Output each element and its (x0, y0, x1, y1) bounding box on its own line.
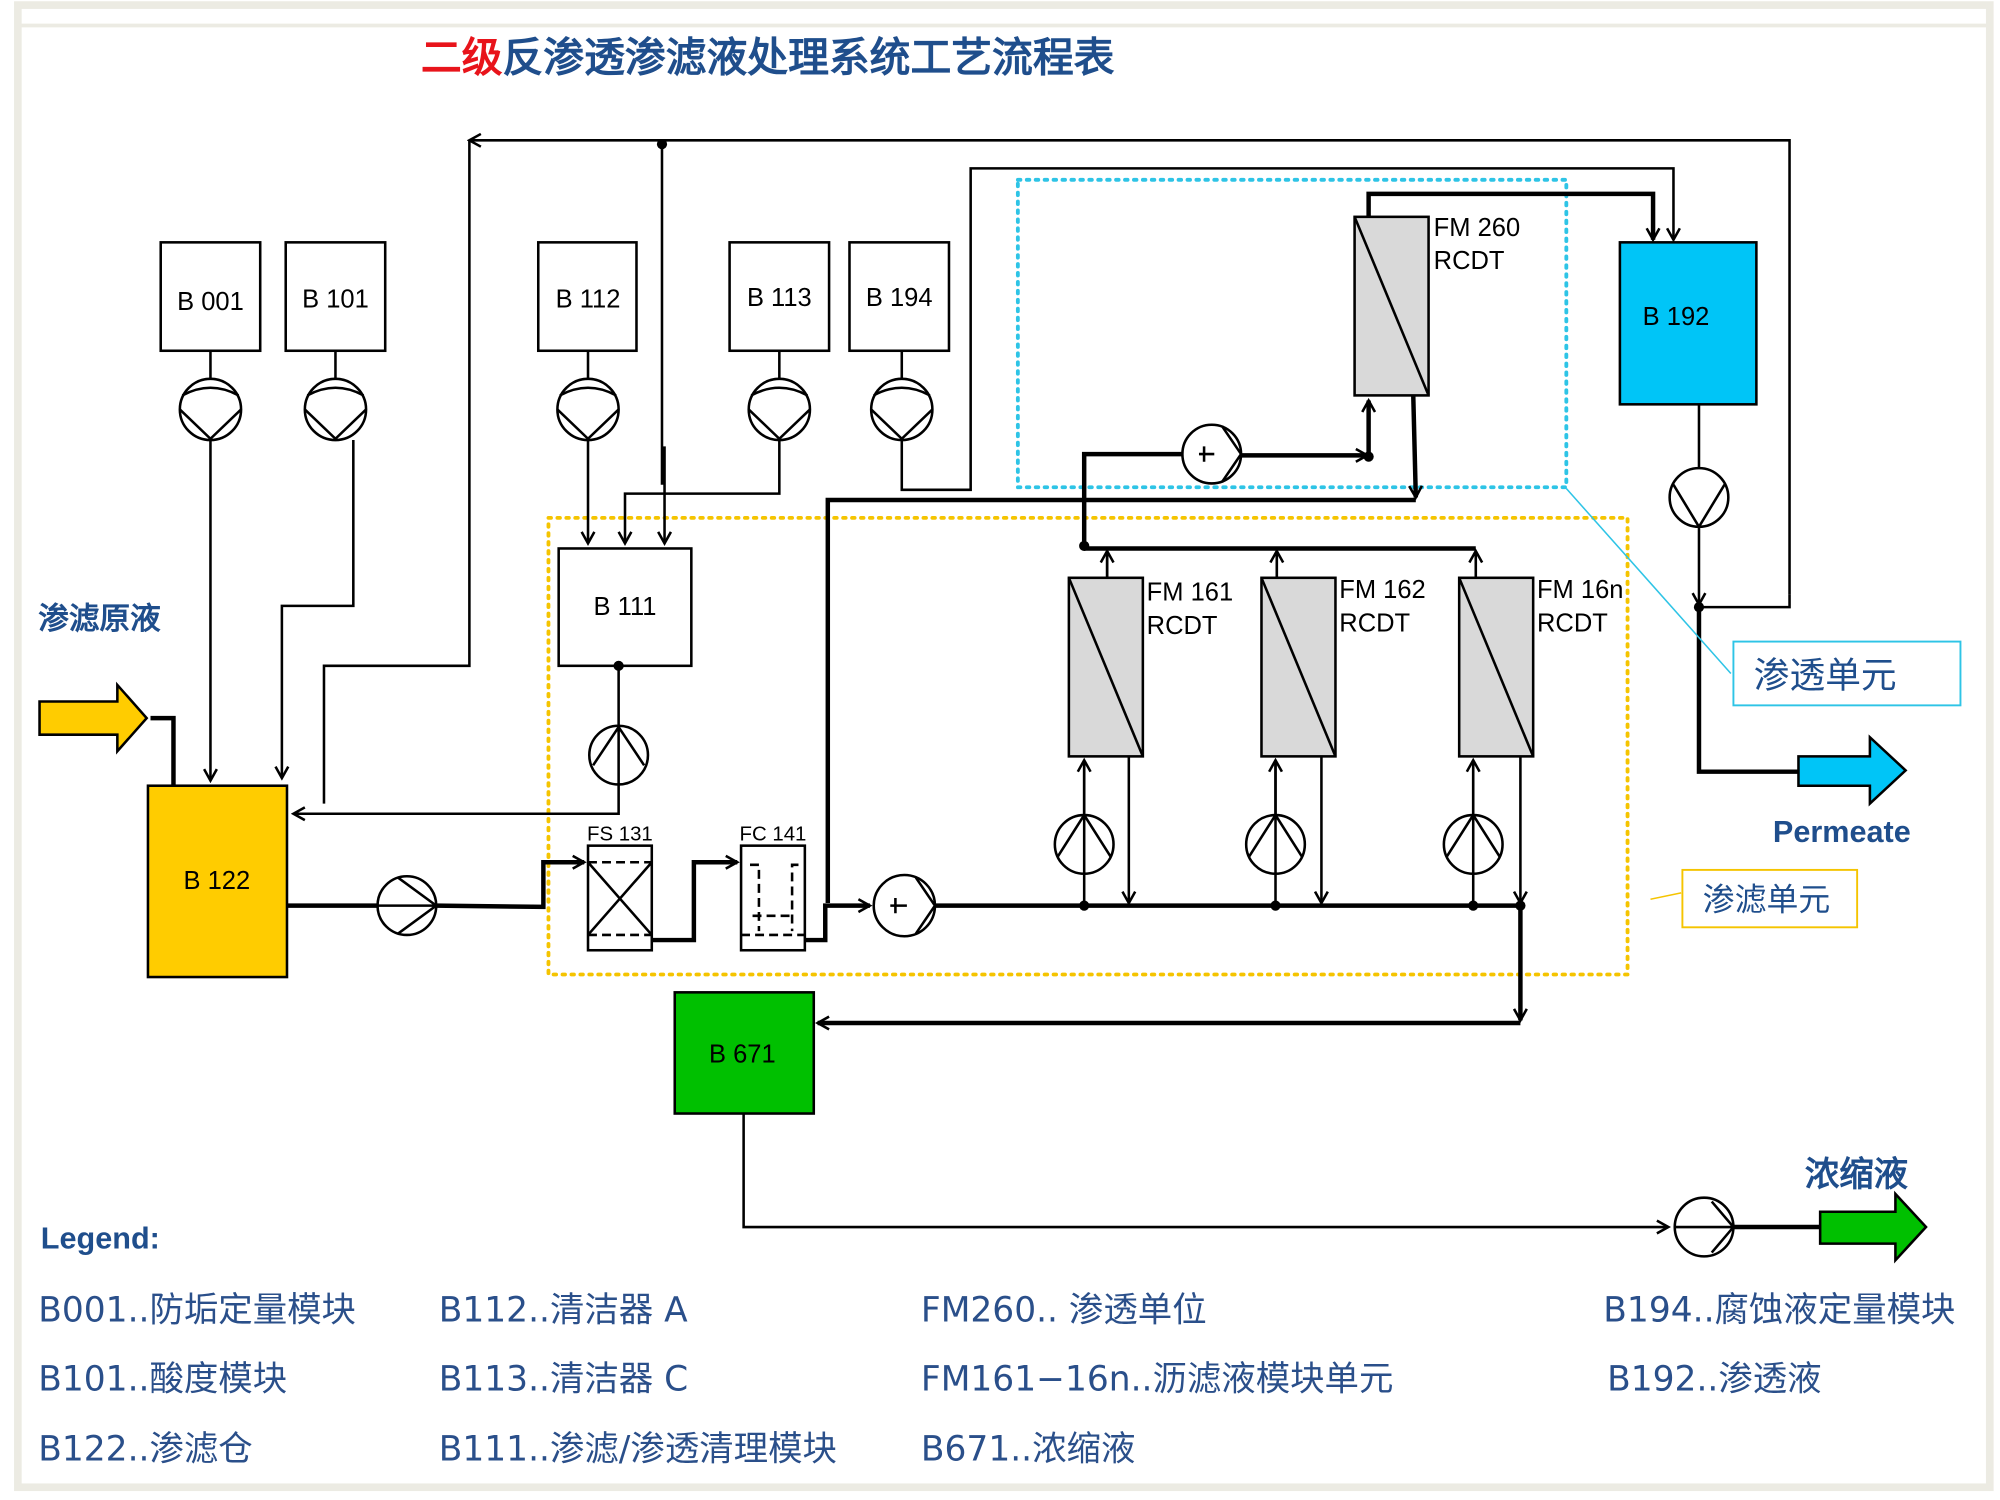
legend-item: B671..浓缩液 (921, 1429, 1135, 1469)
uf-unit-callout (1681, 868, 1859, 929)
ro-unit-callout (1732, 640, 1962, 707)
line-b101-to-b122 (282, 440, 355, 778)
membrane-fm260-id: FM 260 (1434, 214, 1520, 242)
line-b671-out (742, 1113, 1669, 1228)
line-return-to-b122 (322, 140, 471, 804)
line-permeate-out (1696, 607, 1799, 774)
junction-dot (1468, 900, 1479, 911)
line-return-top (469, 140, 1791, 595)
filter-fc141-label: FC 141 (740, 824, 807, 846)
dosing-pump-b194[interactable] (869, 350, 934, 442)
filter-fs131[interactable]: FS 131 (586, 824, 654, 952)
line-fs131-to-fc141 (651, 862, 737, 943)
legend-item: B194..腐蚀液定量模块 (1603, 1290, 1955, 1330)
line-b111-to-b122 (293, 784, 620, 813)
permeate-label: Permeate (1773, 815, 1911, 849)
membrane-fm16n-type: RCDT (1537, 609, 1608, 637)
membrane-fm161-id: FM 161 (1147, 579, 1233, 607)
legend-heading: Legend: (41, 1222, 160, 1256)
line-permeate-recycle (1698, 594, 1791, 609)
permeate-pump[interactable] (1668, 404, 1730, 530)
tank-b001-label: B 001 (177, 288, 244, 316)
tank-b194-label: B 194 (866, 284, 933, 312)
membrane-fm162-id: FM 162 (1339, 576, 1425, 604)
ro-unit-callout-leader (1565, 488, 1732, 674)
membrane-fm260[interactable]: FM 260 RCDT (1353, 214, 1521, 397)
legend-item: B192..渗透液 (1607, 1359, 1821, 1399)
tank-b113-label: B 113 (747, 284, 812, 312)
junction-dot (1270, 900, 1281, 911)
line-b113-to-b111 (625, 440, 781, 543)
legend-item: B112..清洁器 A (439, 1290, 688, 1330)
tank-b112[interactable]: B 112 (536, 241, 638, 353)
tank-b122[interactable]: B 122 (146, 784, 289, 979)
tank-b192[interactable]: B 192 (1618, 241, 1758, 406)
uf-unit-label: 渗滤单元 (1703, 881, 1830, 919)
high-pressure-pump[interactable] (872, 873, 937, 938)
line-feed-to-b122 (150, 715, 176, 785)
feed-pump[interactable] (376, 875, 439, 937)
line-ro-concentrate-return (825, 497, 1416, 904)
dosing-pump-b113[interactable] (747, 350, 812, 442)
ro-pump[interactable] (1181, 423, 1243, 485)
line-to-fs131 (436, 862, 584, 910)
dosing-pump-b001[interactable] (178, 350, 243, 442)
membrane-fm260-type: RCDT (1434, 247, 1505, 275)
tank-b101-label: B 101 (302, 285, 369, 313)
membrane-fm162-type: RCDT (1339, 609, 1410, 637)
permeate-outlet-arrow (1797, 734, 1908, 807)
legend-item: B122..渗滤仓 (38, 1429, 252, 1469)
line-fm260-permeate-to-b192 (1366, 191, 1653, 240)
membrane-fm162[interactable]: FM 162 RCDT (1260, 576, 1426, 758)
tank-b101[interactable]: B 101 (284, 241, 387, 353)
membrane-fm16n-id: FM 16n (1537, 576, 1623, 604)
line-b194-to-b192 (900, 167, 1674, 492)
junction-dot (1079, 900, 1090, 911)
uf-permeate-risers (1105, 551, 1478, 578)
tank-b113[interactable]: B 113 (728, 241, 831, 353)
tank-b194[interactable]: B 194 (848, 241, 951, 353)
line-fm260-concentrate (1413, 395, 1416, 497)
uf-unit-boundary (546, 515, 1630, 977)
concentrate-label: 浓缩液 (1805, 1155, 1909, 1195)
page-title: 二级反渗透渗滤液处理系统工艺流程表 (421, 33, 1115, 81)
tank-b122-label: B 122 (184, 867, 251, 895)
concentrate-pump[interactable] (1673, 1196, 1736, 1258)
title-blue-part: 反渗透渗滤液处理系统工艺流程表 (503, 33, 1115, 81)
line-rinse-to-b111 (662, 144, 665, 543)
concentrate-outlet-arrow (1818, 1190, 1928, 1264)
tank-b671[interactable]: B 671 (673, 991, 816, 1115)
feed-inlet-arrow (38, 681, 149, 755)
ro-unit-boundary (1015, 177, 1569, 490)
tank-b001[interactable]: B 001 (159, 241, 262, 353)
ro-unit-label: 渗透单元 (1754, 656, 1897, 697)
uf-unit-callout-leader (1650, 892, 1682, 900)
legend-item: FM161−16n..沥滤液模块单元 (921, 1359, 1394, 1399)
filter-fs131-label: FS 131 (587, 824, 653, 846)
tank-b111[interactable]: B 111 (557, 547, 693, 668)
dosing-pump-b112[interactable] (556, 350, 620, 442)
line-uf-permeate-to-ro-pump (1081, 451, 1183, 546)
tank-b111-label: B 111 (594, 593, 657, 621)
tank-b192-label: B 192 (1643, 303, 1710, 331)
title-red-part: 二级 (421, 33, 503, 81)
legend-item: B111..渗滤/渗透清理模块 (439, 1429, 837, 1469)
slide-frame (14, 1, 1994, 1492)
legend-item: FM260.. 渗透单位 (921, 1290, 1207, 1330)
legend-item: B113..清洁器 C (439, 1359, 688, 1399)
line-fc141-to-hp-pump (804, 906, 870, 943)
legend-item: B101..酸度模块 (38, 1359, 287, 1399)
tank-b671-label: B 671 (709, 1041, 776, 1069)
membrane-fm161-type: RCDT (1147, 612, 1218, 640)
membrane-fm16n[interactable]: FM 16n RCDT (1457, 576, 1623, 758)
dosing-pump-b101[interactable] (303, 350, 368, 442)
tank-b112-label: B 112 (556, 285, 621, 313)
pump-b111[interactable] (588, 665, 650, 786)
membrane-fm161[interactable]: FM 161 RCDT (1067, 576, 1233, 758)
legend-item: B001..防垢定量模块 (38, 1290, 356, 1330)
feed-label: 渗滤原液 (38, 602, 161, 637)
filter-fc141[interactable]: FC 141 (740, 824, 807, 952)
